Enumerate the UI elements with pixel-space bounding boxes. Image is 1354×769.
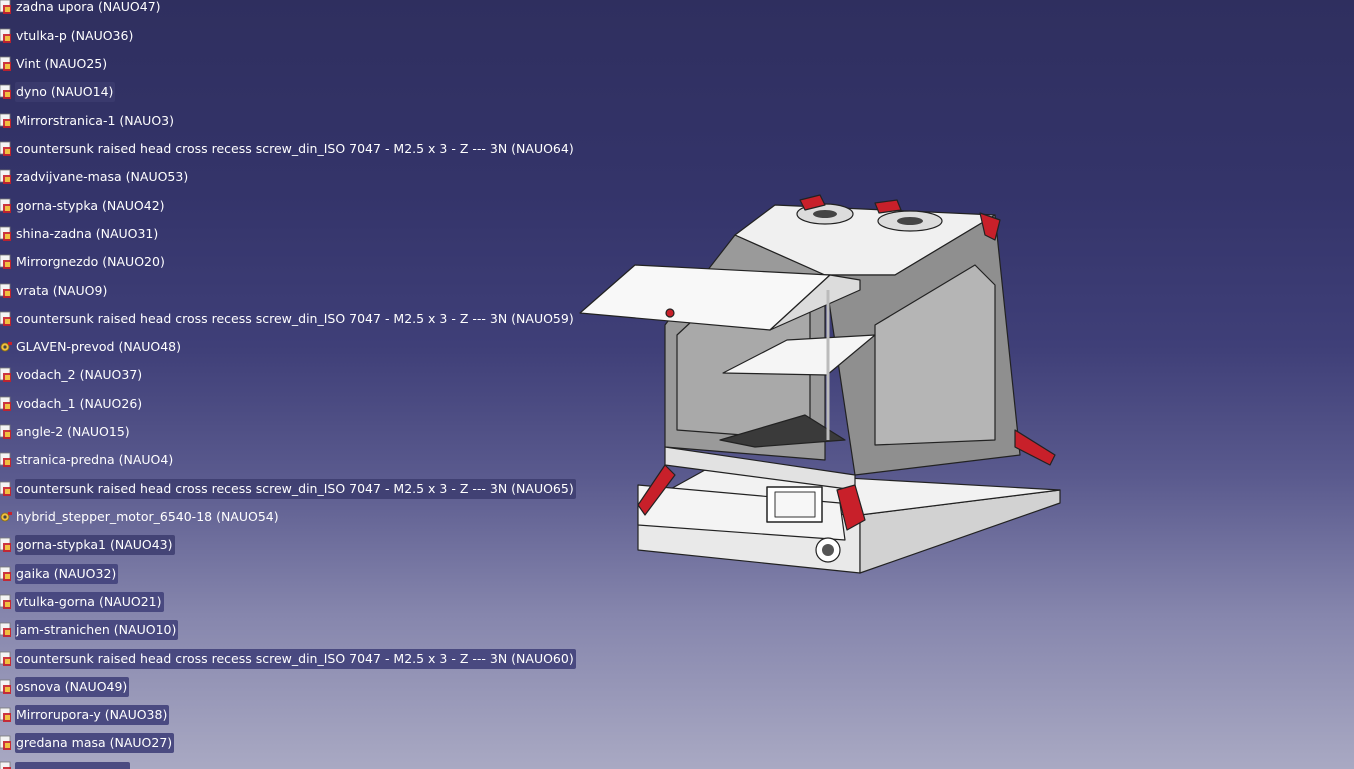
tree-node-label: gorna-stypka1 (NAUO43) [15,535,175,555]
part-icon [0,537,11,552]
tree-node[interactable]: GLAVEN-prevod (NAUO48) [0,336,183,358]
tree-node[interactable]: countersunk raised head cross recess scr… [0,308,576,330]
tree-node[interactable]: Mirrorupora-y (NAUO38) [0,704,170,726]
tree-node[interactable]: shina-zadna (NAUO31) [0,223,160,245]
red-knob [665,308,675,318]
tree-node-label: vtulka-gorna (NAUO21) [15,592,164,612]
tree-node-label: gaika (NAUO32) [15,564,119,584]
tree-node-label: Mirrorstranica-1 (NAUO3) [16,113,175,128]
tree-node[interactable]: Mirrorstranica-1 (NAUO3) [0,110,176,132]
tree-node-label: countersunk raised head cross recess scr… [15,479,576,499]
part-icon [0,622,11,637]
tree-node-label: Vint (NAUO25) [16,56,108,71]
tree-node[interactable]: gorna-stypka1 (NAUO43) [0,534,175,556]
part-icon [0,481,11,496]
tree-node-label [15,762,130,769]
tree-node[interactable]: countersunk raised head cross recess scr… [0,138,576,160]
tree-node[interactable]: vtulka-gorna (NAUO21) [0,591,164,613]
build-plate [722,334,876,376]
part-icon [0,396,11,411]
part-icon [0,452,11,467]
tree-node-label: osnova (NAUO49) [15,677,130,697]
interior-floor [719,414,846,448]
tree-node[interactable]: zadvijvane-masa (NAUO53) [0,166,190,188]
tree-node[interactable] [0,758,130,769]
part-icon [0,283,11,298]
tree-node-label: stranica-predna (NAUO4) [16,452,174,467]
part-icon [0,0,11,14]
tree-node-label: countersunk raised head cross recess scr… [16,311,574,326]
red-bracket-front-mid [836,484,866,531]
tree-node-label: dyno (NAUO14) [15,82,116,102]
part-icon [0,367,11,382]
part-icon [0,141,11,156]
tree-node[interactable]: countersunk raised head cross recess scr… [0,478,576,500]
part-icon [0,566,11,581]
part-icon [0,761,11,769]
tree-node-label: shina-zadna (NAUO31) [16,226,159,241]
printer-enclosure-model [579,194,1061,574]
tree-node[interactable]: gorna-stypka (NAUO42) [0,195,167,217]
tree-node-label: countersunk raised head cross recess scr… [15,649,576,669]
tree-node-label: zadna upora (NAUO47) [16,0,161,14]
part-icon [0,198,11,213]
right-side-window [874,264,996,446]
tree-node[interactable]: stranica-predna (NAUO4) [0,449,175,471]
tree-node[interactable]: countersunk raised head cross recess scr… [0,648,576,670]
part-icon [0,594,11,609]
red-bracket-right [1014,429,1056,466]
tree-node[interactable]: osnova (NAUO49) [0,676,130,698]
part-icon [0,311,11,326]
tree-node-label: gorna-stypka (NAUO42) [16,198,165,213]
tree-node[interactable]: Mirrorgnezdo (NAUO20) [0,251,167,273]
tree-node-label: vrata (NAUO9) [16,283,108,298]
tree-node[interactable]: gaika (NAUO32) [0,563,119,585]
tree-node[interactable]: dyno (NAUO14) [0,81,116,103]
tree-node-label: countersunk raised head cross recess scr… [16,141,574,156]
tree-node[interactable]: vtulka-p (NAUO36) [0,25,135,47]
tree-node[interactable]: zadna upora (NAUO47) [0,0,163,18]
tree-node-label: angle-2 (NAUO15) [16,424,130,439]
tree-node-label: GLAVEN-prevod (NAUO48) [16,339,181,354]
part-icon [0,735,11,750]
display-screen-inner [774,491,816,518]
part-icon [0,424,11,439]
tree-node-label: vodach_1 (NAUO26) [16,396,143,411]
part-icon [0,707,11,722]
tree-node[interactable]: hybrid_stepper_motor_6540-18 (NAUO54) [0,506,281,528]
red-bracket-top-right [979,212,1001,241]
tree-node[interactable]: vodach_1 (NAUO26) [0,393,144,415]
tree-node[interactable]: jam-stranichen (NAUO10) [0,619,179,641]
part-icon [0,651,11,666]
part-icon [0,56,11,71]
tree-node-label: Mirrorupora-y (NAUO38) [15,705,170,725]
part-icon [0,679,11,694]
part-icon [0,169,11,184]
part-icon [0,254,11,269]
tree-node-label: zadvijvane-masa (NAUO53) [16,169,189,184]
assembly-icon [0,342,12,352]
3d-model-viewport[interactable] [575,185,1075,585]
specification-tree[interactable]: zadna upora (NAUO47) vtulka-p (NAUO36) V… [0,0,600,769]
red-bracket-front-left [637,464,676,516]
tree-node-label: hybrid_stepper_motor_6540-18 (NAUO54) [16,509,279,524]
tree-node[interactable]: angle-2 (NAUO15) [0,421,132,443]
part-icon [0,113,11,128]
tree-node[interactable]: vrata (NAUO9) [0,280,109,302]
red-bracket-top-mid [874,199,902,214]
tree-node-label: vtulka-p (NAUO36) [16,28,134,43]
tree-node[interactable]: Vint (NAUO25) [0,53,109,75]
tree-node[interactable]: vodach_2 (NAUO37) [0,364,144,386]
part-icon [0,84,11,99]
tree-node-label: Mirrorgnezdo (NAUO20) [16,254,165,269]
tree-node-label: gredana masa (NAUO27) [15,733,175,753]
tree-node-label: jam-stranichen (NAUO10) [15,620,179,640]
tree-node-label: vodach_2 (NAUO37) [16,367,143,382]
part-icon [0,226,11,241]
door-edge [769,274,861,331]
tree-node[interactable]: gredana masa (NAUO27) [0,732,175,754]
assembly-icon [0,512,12,522]
part-icon [0,28,11,43]
red-bracket-top-left [799,194,826,211]
